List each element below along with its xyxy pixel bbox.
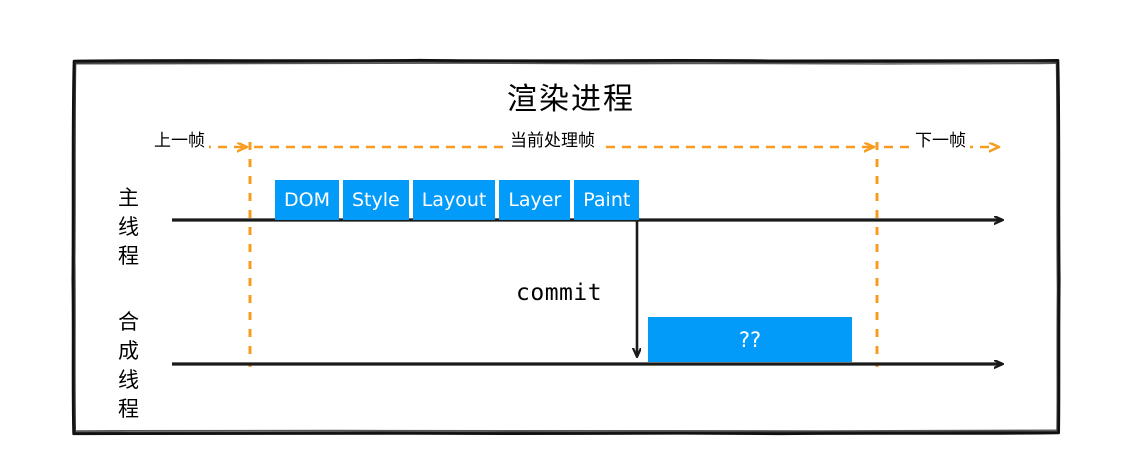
compositor-thread-char-4: 程 [118, 397, 140, 421]
compositor-thread-char-3: 线 [118, 368, 140, 392]
main-thread-char-2: 线 [118, 215, 140, 239]
label-next-frame: 下一帧 [911, 131, 970, 151]
main-thread-char-3: 程 [118, 244, 140, 268]
compositor-task-box[interactable]: ?? [648, 317, 852, 362]
label-compositor-thread: 合 成 线 程 [114, 308, 144, 424]
pipeline-stage-dom[interactable]: DOM [275, 180, 339, 220]
page-title: 渲染进程 [507, 82, 635, 117]
label-current-frame: 当前处理帧 [506, 131, 599, 151]
label-previous-frame: 上一帧 [150, 131, 209, 151]
pipeline-stage-style[interactable]: Style [342, 180, 409, 220]
main-thread-pipeline: DOM Style Layout Layer Paint [275, 180, 640, 220]
main-thread-char-1: 主 [118, 186, 140, 210]
compositor-thread-char-1: 合 [118, 310, 140, 334]
commit-label: commit [516, 280, 603, 306]
pipeline-stage-paint[interactable]: Paint [574, 180, 640, 220]
label-main-thread: 主 线 程 [114, 184, 144, 271]
pipeline-stage-layer[interactable]: Layer [499, 180, 571, 220]
compositor-thread-char-2: 成 [118, 339, 140, 363]
pipeline-stage-layout[interactable]: Layout [412, 180, 496, 220]
